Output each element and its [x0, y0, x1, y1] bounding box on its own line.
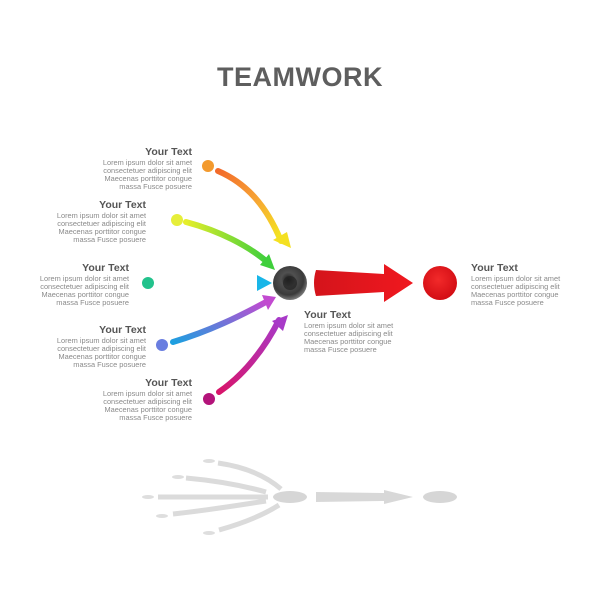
text-block-hub-heading: Your Text — [304, 309, 351, 321]
text-block-hub-body: Lorem ipsum dolor sit amet consectetuer … — [304, 321, 394, 355]
arrow-1-start-dot — [202, 160, 214, 172]
text-block-hub: Your Text Lorem ipsum dolor sit amet con… — [304, 309, 454, 354]
arrow-5-start-dot — [203, 393, 215, 405]
text-block-target-heading: Your Text — [471, 262, 518, 274]
text-block-2-heading: Your Text — [99, 199, 146, 211]
arrow-3-head — [257, 275, 272, 291]
reflection — [142, 459, 457, 535]
text-block-4-body: Lorem ipsum dolor sit amet consectetuer … — [56, 336, 146, 370]
arrow-2 — [171, 214, 275, 270]
arrow-2-head — [260, 254, 275, 270]
text-block-4: Your Text Lorem ipsum dolor sit amet con… — [0, 324, 146, 369]
text-block-3-heading: Your Text — [82, 262, 129, 274]
arrow-5-head — [272, 315, 288, 331]
target-circle — [423, 266, 457, 300]
arrow-5 — [203, 315, 288, 405]
arrow-3 — [142, 275, 272, 291]
arrow-2-start-dot — [171, 214, 183, 226]
diagram-title: TEAMWORK — [217, 62, 383, 92]
text-block-4-heading: Your Text — [99, 324, 146, 336]
text-block-5: Your Text Lorem ipsum dolor sit amet con… — [42, 377, 192, 422]
arrow-3-start-dot — [142, 277, 154, 289]
text-block-5-heading: Your Text — [145, 377, 192, 389]
arrow-1 — [202, 160, 291, 248]
arrow-1-head — [273, 232, 291, 248]
arrow-4 — [156, 295, 276, 351]
text-block-3: Your Text Lorem ipsum dolor sit amet con… — [0, 262, 129, 307]
arrow-4-head — [262, 295, 276, 310]
text-block-3-body: Lorem ipsum dolor sit amet consectetuer … — [39, 274, 129, 308]
text-block-1-heading: Your Text — [145, 146, 192, 158]
text-block-target: Your Text Lorem ipsum dolor sit amet con… — [471, 262, 600, 307]
text-block-1: Your Text Lorem ipsum dolor sit amet con… — [42, 146, 192, 191]
text-block-5-body: Lorem ipsum dolor sit amet consectetuer … — [102, 389, 192, 423]
arrow-4-start-dot — [156, 339, 168, 351]
text-block-2: Your Text Lorem ipsum dolor sit amet con… — [0, 199, 146, 244]
main-arrow — [314, 264, 413, 302]
text-block-target-body: Lorem ipsum dolor sit amet consectetuer … — [471, 274, 561, 308]
text-block-2-body: Lorem ipsum dolor sit amet consectetuer … — [56, 211, 146, 245]
text-block-1-body: Lorem ipsum dolor sit amet consectetuer … — [102, 158, 192, 192]
